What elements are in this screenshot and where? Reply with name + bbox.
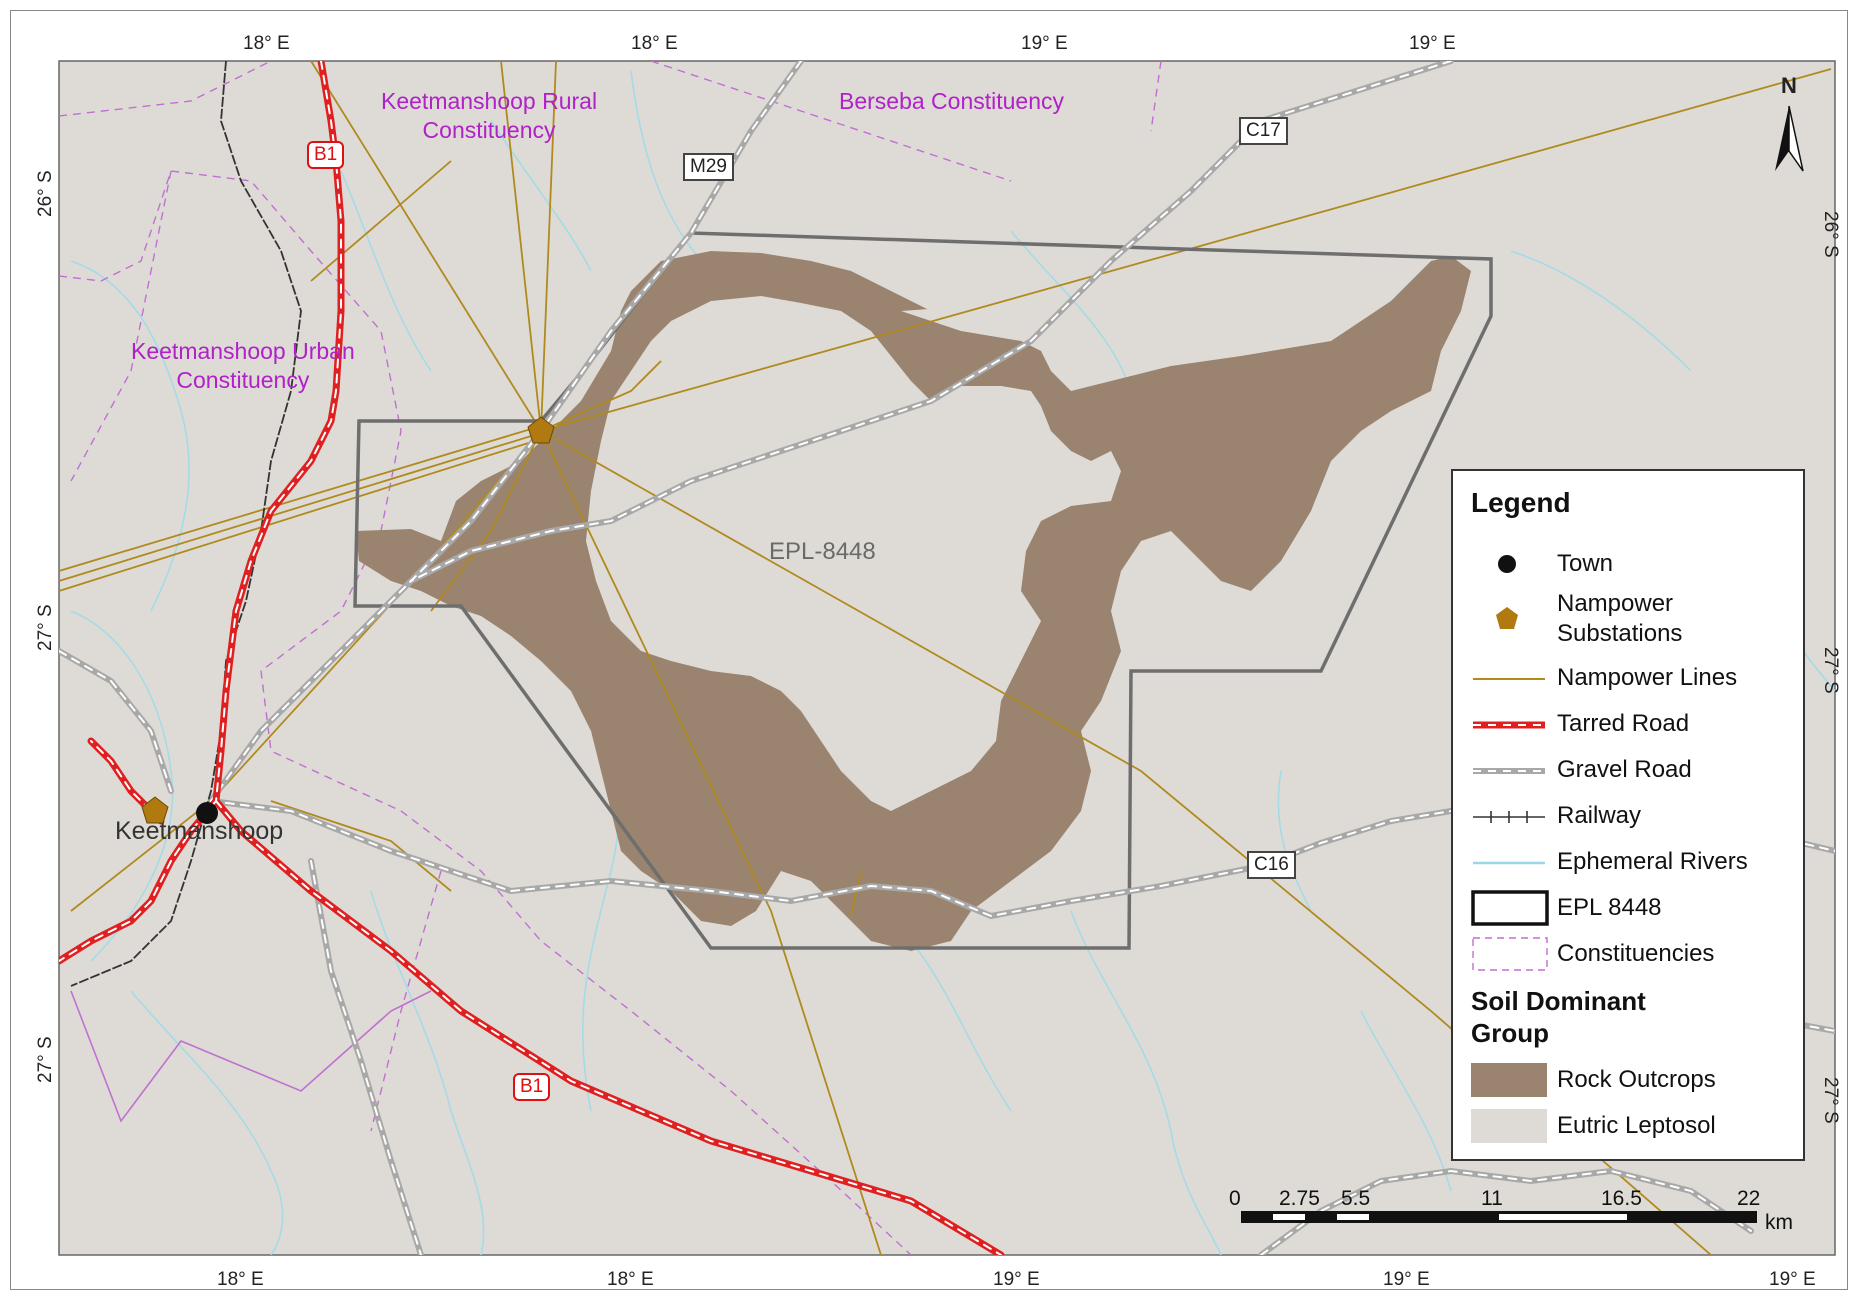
label-town-keetmanshoop: Keetmanshoop: [115, 817, 284, 845]
scale-bar: [1241, 1211, 1757, 1223]
shield-c16: C16: [1247, 851, 1296, 879]
constituency-box-icon: [1472, 937, 1548, 971]
tick-right-1: 26° S: [1820, 211, 1841, 258]
tick-bottom-1: 18° E: [217, 1269, 264, 1290]
scale-tick-2: 5.5: [1341, 1187, 1371, 1210]
scale-tick-3: 11: [1481, 1187, 1503, 1210]
substation-icon: [527, 416, 555, 444]
legend-item-ephemeral-rivers: Ephemeral Rivers: [1557, 848, 1748, 875]
tarred-road-icon: [1473, 721, 1545, 729]
gravel-road-icon: [1473, 768, 1545, 774]
substation-pentagon-icon: [1496, 607, 1518, 629]
eutric-leptosol-swatch-icon: [1471, 1109, 1547, 1143]
label-keetmanshoop-urban: Keetmanshoop Urban Constituency: [131, 338, 355, 393]
legend: Legend Town Nampower Substations Nampowe…: [1451, 469, 1805, 1161]
tick-top-1: 18° E: [243, 33, 290, 54]
map-frame: 18° E 18° E 19° E 19° E 18° E 18° E 19° …: [10, 10, 1848, 1290]
legend-item-constituencies: Constituencies: [1557, 940, 1715, 967]
legend-item-tarred-road: Tarred Road: [1557, 710, 1690, 737]
shield-b1-north: B1: [307, 141, 345, 169]
north-label: N: [1781, 73, 1797, 98]
railway-icon: [1473, 811, 1545, 823]
label-epl-8448: EPL-8448: [769, 538, 876, 565]
shield-m29: M29: [683, 153, 734, 181]
tick-left-2: 27° S: [35, 604, 56, 651]
legend-item-eutric-leptosol: Eutric Leptosol: [1557, 1112, 1716, 1139]
scale-tick-0: 0: [1229, 1187, 1241, 1210]
legend-item-epl-8448: EPL 8448: [1557, 894, 1662, 921]
railway: [70, 61, 302, 987]
scale-tick-5: 22: [1737, 1187, 1761, 1210]
gravel-roads: [59, 61, 1835, 1255]
tarred-road: [59, 61, 1005, 1255]
tick-top-3: 19° E: [1021, 33, 1068, 54]
legend-soil-title: Soil Dominant Group: [1471, 986, 1646, 1048]
town-dot-icon: [196, 802, 218, 824]
scale-tick-1: 2.75: [1279, 1187, 1320, 1210]
epl-box-icon: [1471, 890, 1549, 926]
tick-bottom-4: 19° E: [1383, 1269, 1430, 1290]
tick-left-3: 27° S: [35, 1036, 56, 1083]
tick-bottom-2: 18° E: [607, 1269, 654, 1290]
river-icon: [1473, 861, 1545, 865]
legend-item-rock-outcrops: Rock Outcrops: [1557, 1066, 1716, 1093]
constituency-boundaries: [59, 61, 1162, 1255]
tick-left-1: 26° S: [35, 170, 56, 217]
tick-top-2: 18° E: [631, 33, 678, 54]
label-keetmanshoop-rural: Keetmanshoop Rural Constituency: [381, 88, 598, 143]
scale-tick-4: 16.5: [1601, 1187, 1642, 1210]
label-berseba: Berseba Constituency: [839, 88, 1065, 114]
legend-title: Legend: [1471, 487, 1571, 518]
tick-right-3: 27° S: [1820, 1077, 1841, 1124]
legend-item-railway: Railway: [1557, 802, 1642, 829]
legend-item-nampower-lines: Nampower Lines: [1557, 664, 1738, 691]
tick-bottom-5: 19° E: [1769, 1269, 1816, 1290]
scale-unit: km: [1765, 1211, 1793, 1234]
nampower-lines: [59, 61, 1832, 1255]
legend-item-town: Town: [1557, 550, 1614, 577]
constituency-boundary-solid: [70, 990, 432, 1123]
tick-top-4: 19° E: [1409, 33, 1456, 54]
town-dot-icon: [1498, 555, 1516, 573]
shield-b1-south: B1: [513, 1073, 551, 1101]
tick-right-2: 27° S: [1820, 647, 1841, 694]
legend-item-substations: Nampower Substations: [1557, 590, 1683, 647]
substation-icon: [141, 796, 169, 824]
legend-item-gravel-road: Gravel Road: [1557, 756, 1692, 783]
tick-bottom-3: 19° E: [993, 1269, 1040, 1290]
rock-outcrops-swatch-icon: [1471, 1063, 1547, 1097]
north-arrow-icon: [1775, 105, 1804, 172]
power-line-icon: [1473, 678, 1545, 680]
shield-c17: C17: [1239, 117, 1288, 145]
